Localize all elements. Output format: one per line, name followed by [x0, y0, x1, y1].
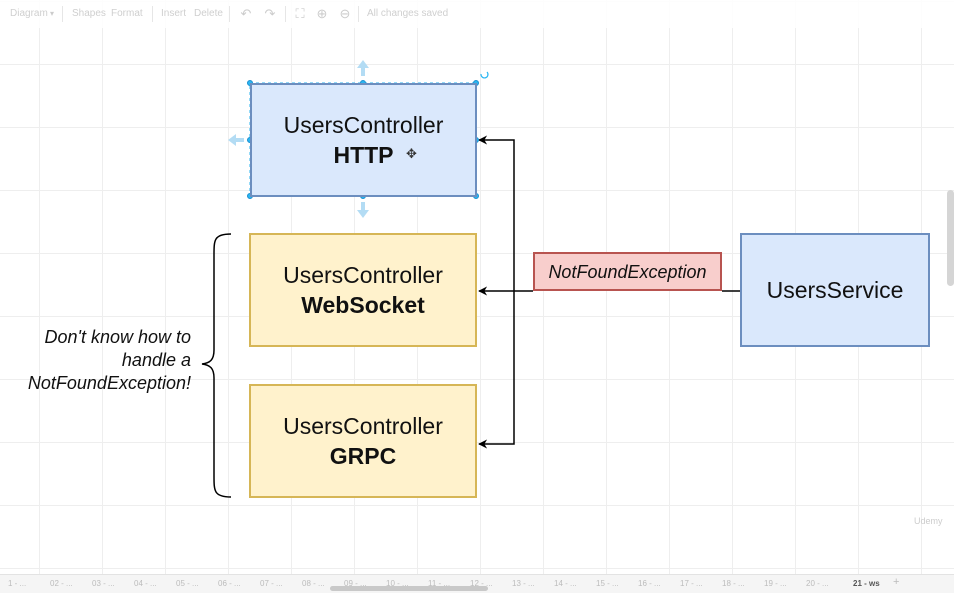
- watermark-logo: Udemy: [914, 516, 943, 526]
- format-button[interactable]: Format: [111, 8, 143, 19]
- node-title: UsersController: [283, 112, 444, 138]
- node-title: UsersController: [283, 413, 443, 439]
- move-cursor-icon: ✥: [406, 146, 417, 161]
- toolbar-divider: [229, 6, 230, 22]
- users-service-node[interactable]: UsersService: [740, 233, 930, 347]
- diagram-menu[interactable]: Diagram: [10, 8, 48, 19]
- insert-button[interactable]: Insert: [161, 8, 187, 19]
- page-tab[interactable]: 13 - ...: [512, 579, 535, 588]
- toolbar-divider: [358, 6, 359, 22]
- save-status: All changes saved: [367, 8, 449, 19]
- page-tab-active[interactable]: 21 - ws: [853, 579, 880, 588]
- page-tab[interactable]: 06 - ...: [218, 579, 241, 588]
- node-subtitle: GRPC: [329, 443, 397, 469]
- page-tab[interactable]: 16 - ...: [638, 579, 661, 588]
- page-tab[interactable]: 20 - ...: [806, 579, 829, 588]
- redo-icon[interactable]: ↷: [264, 6, 276, 21]
- shapes-button[interactable]: Shapes: [72, 8, 106, 19]
- note-line: NotFoundException!: [27, 373, 191, 393]
- vertical-scrollbar[interactable]: [947, 190, 954, 286]
- delete-button[interactable]: Delete: [194, 8, 223, 19]
- node-title: UsersService: [766, 277, 904, 303]
- note-line: Don't know how to: [44, 327, 191, 347]
- toolbar-divider: [285, 6, 286, 22]
- page-tab[interactable]: 17 - ...: [680, 579, 703, 588]
- page-tab[interactable]: 10 - ...: [386, 579, 409, 588]
- page-tab[interactable]: 09 - ...: [344, 579, 367, 588]
- horizontal-scrollbar[interactable]: [330, 586, 488, 591]
- arrow-down-icon: [357, 202, 369, 218]
- chevron-down-icon[interactable]: ▾: [49, 9, 54, 18]
- toolbar-divider: [62, 6, 63, 22]
- not-found-exception-node[interactable]: NotFoundException: [533, 252, 722, 291]
- arrow-up-icon: [357, 60, 369, 76]
- page-tab[interactable]: 12 - ...: [470, 579, 493, 588]
- zoom-in-icon[interactable]: ⊕: [316, 6, 328, 21]
- page-tab[interactable]: 08 - ...: [302, 579, 325, 588]
- arrow-left-icon: [228, 134, 244, 146]
- users-controller-grpc-node[interactable]: UsersController GRPC: [249, 384, 477, 498]
- add-page-button[interactable]: +: [893, 576, 900, 588]
- page-tabs-bar: 1 - ... 02 - ... 03 - ... 04 - ... 05 - ... 0…: [0, 574, 954, 593]
- page-tab[interactable]: 05 - ...: [176, 579, 199, 588]
- page-tab[interactable]: 15 - ...: [596, 579, 619, 588]
- node-title: UsersController: [283, 262, 443, 288]
- toolbar-divider: [152, 6, 153, 22]
- page-tab[interactable]: 11 - ...: [428, 579, 451, 588]
- connect-arrows[interactable]: [228, 60, 369, 218]
- curly-brace[interactable]: [201, 233, 232, 498]
- undo-icon[interactable]: ↶: [240, 6, 252, 21]
- toolbar: Diagram ▾ Shapes Format Insert Delete ↶ …: [0, 0, 954, 28]
- page-tab[interactable]: 04 - ...: [134, 579, 157, 588]
- note-line: handle a: [121, 350, 191, 370]
- page-tab[interactable]: 19 - ...: [764, 579, 787, 588]
- zoom-out-icon[interactable]: ⊖: [339, 6, 351, 21]
- users-controller-http-node[interactable]: UsersController HTTP: [250, 83, 477, 197]
- node-subtitle: HTTP: [333, 142, 394, 168]
- node-subtitle: WebSocket: [301, 292, 425, 318]
- page-tab[interactable]: 1 - ...: [8, 579, 27, 588]
- page-tab[interactable]: 02 - ...: [50, 579, 73, 588]
- page-tab[interactable]: 18 - ...: [722, 579, 745, 588]
- edge-to-grpc[interactable]: [478, 291, 515, 449]
- page-tab[interactable]: 03 - ...: [92, 579, 115, 588]
- users-controller-websocket-node[interactable]: UsersController WebSocket: [249, 233, 477, 347]
- page-tab[interactable]: 14 - ...: [554, 579, 577, 588]
- node-title: NotFoundException: [548, 261, 707, 282]
- edge-to-http[interactable]: [478, 135, 515, 291]
- rotate-icon[interactable]: [480, 71, 489, 79]
- page-tab[interactable]: 07 - ...: [260, 579, 283, 588]
- note-text[interactable]: Don't know how to handle a NotFoundExcep…: [10, 326, 191, 395]
- fullscreen-icon[interactable]: ⛶: [295, 6, 305, 21]
